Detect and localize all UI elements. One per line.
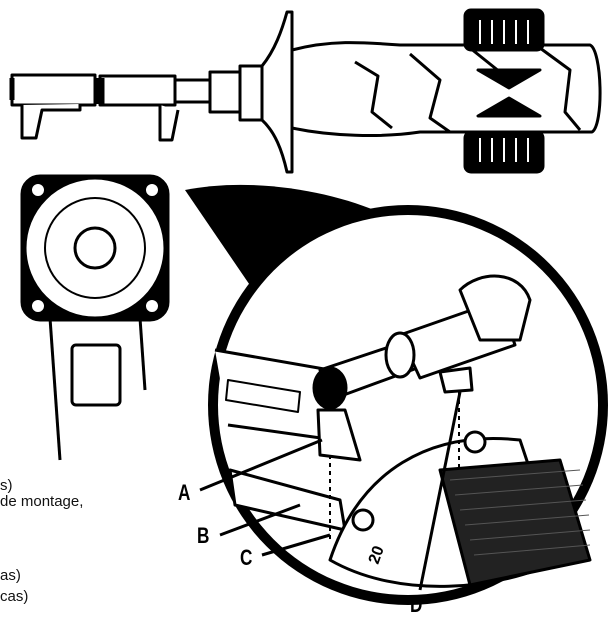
caption-fragment-3: as) [0,567,21,584]
callout-b: B [197,523,210,548]
zoom-detail: 20 [214,274,592,588]
tool-side-view [9,8,602,174]
caption-fragment-4: cas) [0,588,29,605]
caption-fragment-1: s) [0,477,13,494]
svg-text:20: 20 [366,544,388,567]
callout-a: A [178,480,191,505]
tool-front-view [20,174,170,461]
callout-c: C [240,545,253,570]
caption-fragment-2: de montage, [0,493,84,510]
callout-d: D [410,592,423,617]
leader-lines [199,391,462,591]
